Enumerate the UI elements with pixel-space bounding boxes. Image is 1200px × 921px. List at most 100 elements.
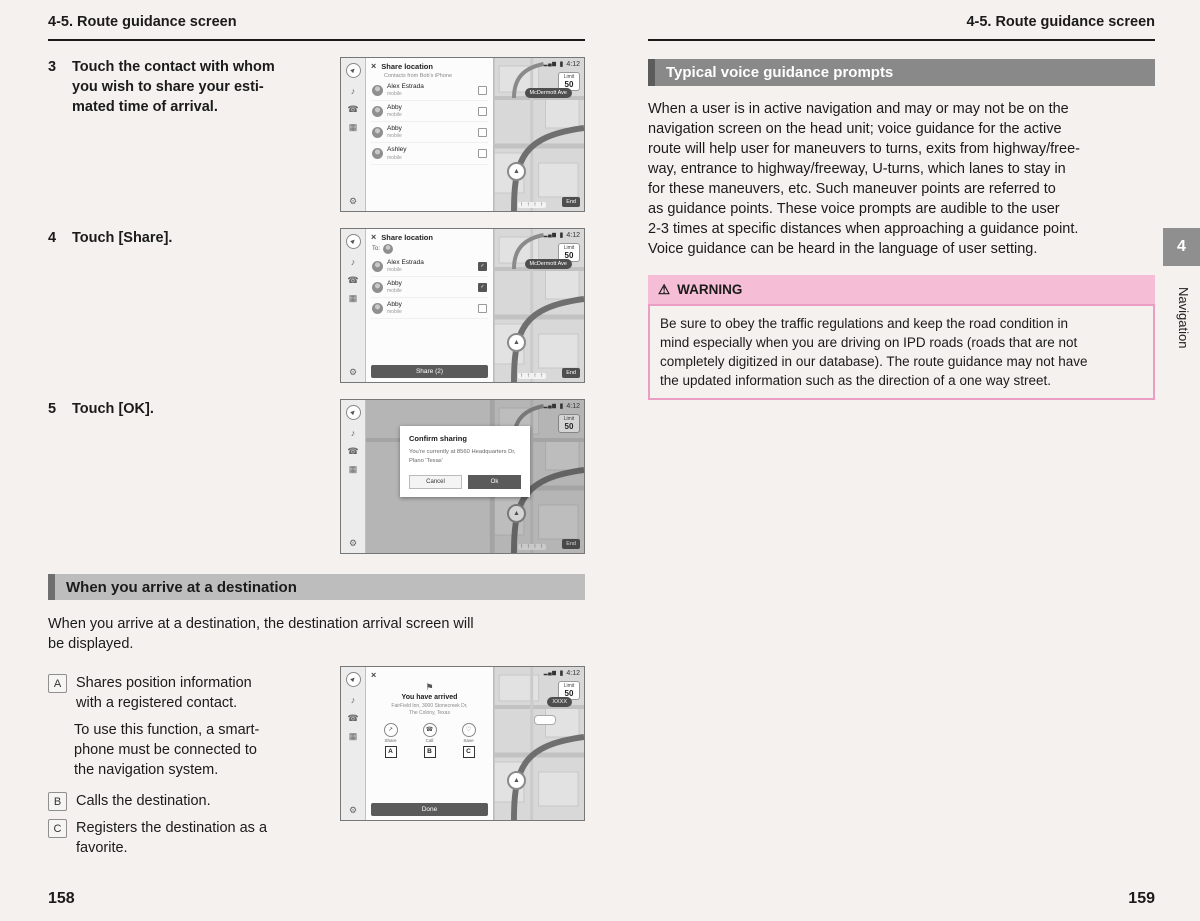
screenshot-confirm-sharing: ► ♪ ☎ ▦ ⚙	[340, 399, 585, 554]
close-icon[interactable]: ×	[371, 232, 377, 242]
apps-icon[interactable]: ▦	[348, 293, 358, 303]
contact-avatar	[372, 126, 383, 138]
map-area: ▂▄▆ ▮ 4:12 Limit 50 McDermott Ave ▲ ↑ ↑ …	[366, 58, 584, 211]
music-icon[interactable]: ♪	[350, 257, 356, 267]
contact-checkbox[interactable]	[478, 85, 487, 95]
phone-icon[interactable]: ☎	[347, 275, 359, 285]
headunit-sidebar: ► ♪ ☎ ▦ ⚙	[341, 667, 366, 820]
position-marker: ▲	[507, 162, 526, 181]
page-left: 4-5. Route guidance screen 3 Touch the c…	[48, 14, 585, 858]
share-icon: ↗	[383, 722, 398, 737]
speed-limit-sign: Limit 50	[558, 243, 580, 262]
nav-arrow-icon[interactable]: ►	[345, 672, 361, 687]
contact-avatar	[372, 105, 383, 117]
phone-icon[interactable]: ☎	[347, 104, 359, 114]
apps-icon[interactable]: ▦	[348, 122, 358, 132]
contact-name: Ashley	[387, 146, 407, 154]
battery-icon: ▮	[559, 670, 564, 677]
contact-checkbox[interactable]	[478, 127, 487, 137]
arrival-items-row: A Shares position information with a reg…	[48, 666, 585, 858]
contact-sub: mobile	[387, 91, 402, 98]
warning-icon: ⚠	[658, 281, 671, 297]
share-position-button[interactable]: ↗ Share	[383, 722, 398, 743]
contact-checkbox-checked[interactable]: ✓	[478, 261, 487, 271]
callout-text: Shares position information with a regis…	[76, 675, 252, 711]
callout-item-c: C Registers the destination as a favorit…	[48, 818, 310, 858]
status-bar: ▂▄▆ ▮ 4:12	[543, 669, 580, 678]
step-4-row: 4 Touch [Share]. ► ♪ ☎ ▦ ⚙	[48, 228, 585, 383]
flag-icon: ⚑	[425, 682, 434, 692]
chapter-label: Navigation	[1176, 287, 1191, 349]
headunit-sidebar: ► ♪ ☎ ▦ ⚙	[341, 400, 366, 553]
apps-icon[interactable]: ▦	[348, 731, 358, 741]
contact-name: Abby	[387, 125, 402, 133]
street-banner: McDermott Ave	[524, 88, 572, 98]
arrival-intro-text: When you arrive at a destination, the de…	[48, 616, 474, 652]
music-icon[interactable]: ♪	[350, 695, 356, 705]
contact-avatar	[372, 302, 383, 314]
phone-icon[interactable]: ☎	[347, 713, 359, 723]
share-button[interactable]: Share (2)	[371, 365, 488, 378]
ok-button[interactable]: Ok	[468, 474, 521, 489]
callout-item-a: A Shares position information with a reg…	[48, 673, 310, 713]
end-route-button[interactable]: End	[562, 368, 580, 378]
contact-checkbox[interactable]	[478, 303, 487, 313]
map-area: ▂▄▆ ▮ 4:12 Limit 50 ▲ ↑ ↑ ↑ ↑ End Confir…	[366, 400, 584, 553]
page-right: 4-5. Route guidance screen Typical voice…	[648, 14, 1155, 400]
step-text: Touch the contact with whom you wish to …	[72, 59, 275, 115]
warning-title: WARNING	[677, 282, 743, 297]
nav-arrow-icon[interactable]: ►	[345, 63, 361, 78]
cancel-button[interactable]: Cancel	[409, 474, 462, 489]
music-icon[interactable]: ♪	[350, 86, 356, 96]
callout-box-b: B	[48, 792, 67, 811]
call-destination-button[interactable]: ☎ Call	[422, 722, 437, 743]
nav-arrow-icon[interactable]: ►	[345, 405, 361, 420]
contact-checkbox-checked[interactable]: ✓	[478, 282, 487, 292]
close-icon[interactable]: ×	[371, 670, 377, 680]
music-icon[interactable]: ♪	[350, 428, 356, 438]
heading-arrow-icon: ▲	[513, 510, 520, 517]
panel-title: Share location	[381, 233, 433, 242]
headunit-sidebar: ► ♪ ☎ ▦ ⚙	[341, 58, 366, 211]
call-icon: ☎	[422, 722, 437, 737]
panel-title: Share location	[381, 62, 433, 71]
screenshot-share-selected: ► ♪ ☎ ▦ ⚙	[340, 228, 585, 383]
recipients-row: To:	[371, 242, 488, 256]
dialog-body: You're currently at 8560 Headquarters Dr…	[409, 449, 516, 464]
contact-sub: mobile	[387, 112, 402, 119]
contact-checkbox[interactable]	[478, 106, 487, 116]
heading-arrow-icon: ▲	[513, 777, 520, 784]
apps-icon[interactable]: ▦	[348, 464, 358, 474]
page-header-left: 4-5. Route guidance screen	[48, 14, 585, 41]
dialog-title: Confirm sharing	[409, 434, 467, 443]
done-button[interactable]: Done	[371, 803, 488, 816]
phone-icon[interactable]: ☎	[347, 446, 359, 456]
save-favorite-button[interactable]: ♡ Save	[461, 722, 476, 743]
settings-gear-icon[interactable]: ⚙	[348, 805, 358, 815]
step-5-row: 5 Touch [OK]. ► ♪ ☎ ▦ ⚙	[48, 399, 585, 554]
nav-arrow-icon[interactable]: ►	[345, 234, 361, 249]
confirm-sharing-dialog: Confirm sharing You're currently at 8560…	[400, 426, 530, 497]
close-icon[interactable]: ×	[371, 61, 377, 71]
end-route-button[interactable]: End	[562, 539, 580, 549]
contacts-source-label: Contacts from Bob's iPhone	[384, 73, 453, 79]
settings-gear-icon[interactable]: ⚙	[348, 196, 358, 206]
settings-gear-icon[interactable]: ⚙	[348, 538, 358, 548]
settings-gear-icon[interactable]: ⚙	[348, 367, 358, 377]
signal-icon: ▂▄▆	[543, 670, 557, 676]
to-label: To:	[372, 246, 381, 252]
clock-label: 4:12	[566, 231, 580, 239]
destination-address: FairField Inn, 3000 Stonecreek Dr, The C…	[391, 703, 468, 717]
status-bar: ▂▄▆ ▮ 4:12	[544, 231, 580, 240]
end-route-button[interactable]: End	[562, 197, 580, 207]
contact-checkbox[interactable]	[478, 148, 487, 158]
callout-box-a: A	[48, 674, 67, 693]
